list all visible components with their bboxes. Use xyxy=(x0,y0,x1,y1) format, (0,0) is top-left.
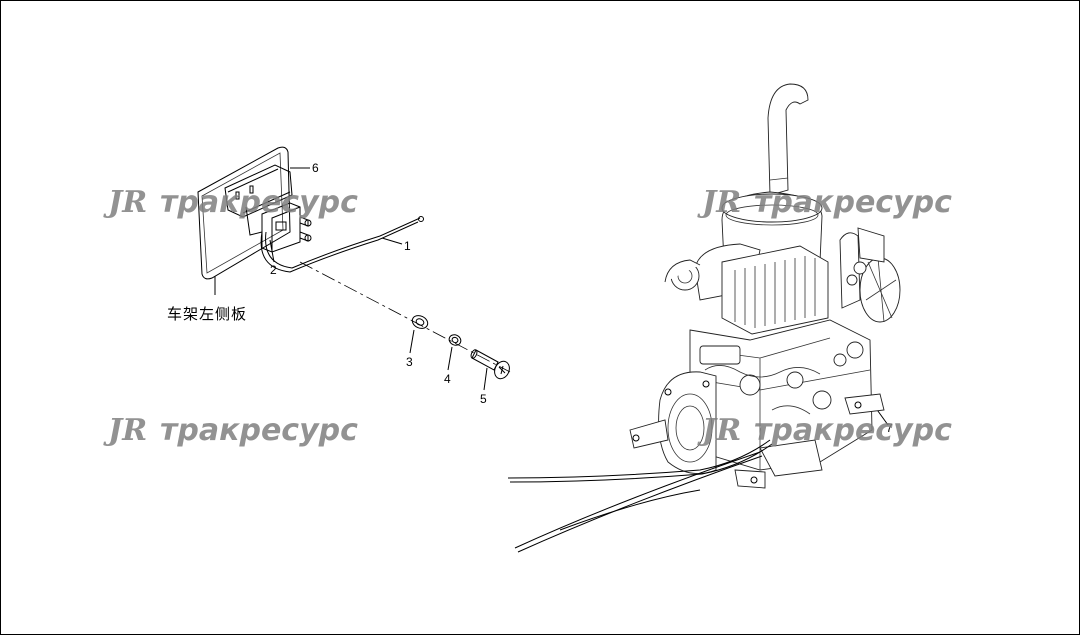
watermark-bottom-left: JR тракресурс xyxy=(103,413,358,448)
watermark-logo: JR xyxy=(697,413,741,448)
watermark-top-right: JR тракресурс xyxy=(697,185,952,220)
callout-3: 3 xyxy=(406,355,413,369)
wire-harness xyxy=(260,216,424,273)
watermark-bottom-right: JR тракресурс xyxy=(697,413,952,448)
watermark-text: тракресурс xyxy=(160,185,358,220)
watermark-logo: JR xyxy=(697,185,741,220)
watermark-text: тракресурс xyxy=(754,185,952,220)
bolt xyxy=(470,349,510,380)
frame-side-plate-label: 车架左侧板 xyxy=(167,305,247,323)
engine-illustration xyxy=(507,83,901,553)
watermark-logo: JR xyxy=(103,413,147,448)
watermark-text: тракресурс xyxy=(754,413,952,448)
spring-washer xyxy=(448,334,462,346)
callout-4: 4 xyxy=(444,372,451,386)
callout-5: 5 xyxy=(480,392,487,406)
callout-7: 7 xyxy=(886,421,893,435)
controller-module xyxy=(224,164,312,253)
callout-2: 2 xyxy=(270,263,277,277)
assembly-axis xyxy=(299,261,511,373)
flat-washer xyxy=(411,315,429,329)
callout-6: 6 xyxy=(312,161,319,175)
watermark-text: тракресурс xyxy=(160,413,358,448)
watermark-top-left: JR тракресурс xyxy=(103,185,358,220)
callout-1: 1 xyxy=(404,239,411,253)
watermark-logo: JR xyxy=(103,185,147,220)
